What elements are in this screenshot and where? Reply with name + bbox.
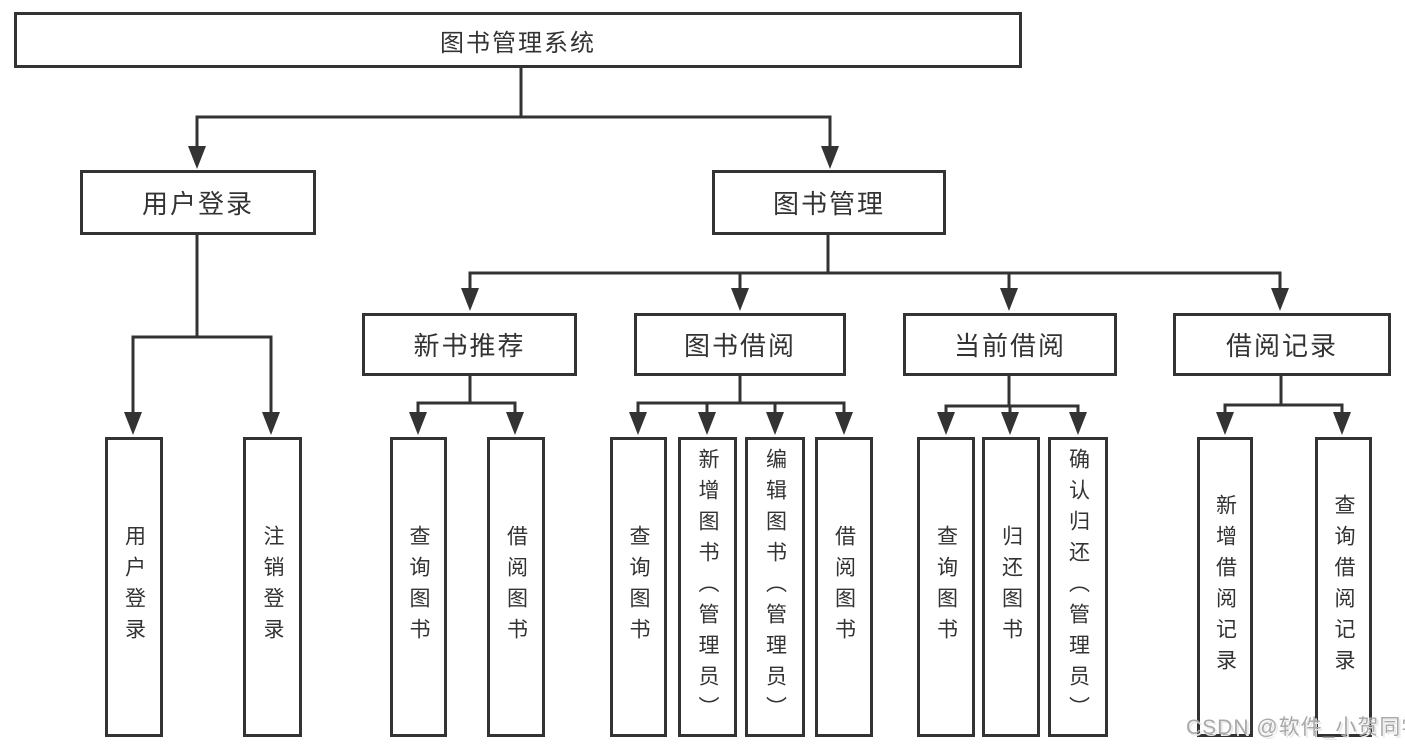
leaf-confirm-return-admin: 确认归还（管理员） (1048, 437, 1108, 737)
leaf-add-book-admin: 新增图书（管理员） (678, 437, 737, 737)
node-current-borrowing: 当前借阅 (903, 313, 1117, 376)
leaf-logout: 注销登录 (243, 437, 302, 737)
leaf-query-books-3-label: 查询图书 (934, 525, 958, 649)
node-library-system-label: 图书管理系统 (440, 29, 596, 57)
node-book-borrowing: 图书借阅 (634, 313, 846, 376)
node-new-book-recommend: 新书推荐 (362, 313, 577, 376)
leaf-query-books-2: 查询图书 (610, 437, 667, 737)
leaf-add-borrow-record: 新增借阅记录 (1197, 437, 1253, 737)
node-borrow-records-label: 借阅记录 (1225, 331, 1338, 361)
watermark-text: CSDN @软件_小贺同学 (1186, 716, 1405, 739)
node-book-management-label: 图书管理 (772, 189, 885, 219)
node-book-borrowing-label: 图书借阅 (683, 331, 796, 361)
node-user-login: 用户登录 (80, 170, 316, 235)
leaf-borrow-books-1-label: 借阅图书 (504, 525, 528, 649)
arrowheads (124, 146, 1351, 435)
tree-edges (131, 68, 1344, 414)
node-user-login-label: 用户登录 (141, 189, 254, 219)
node-borrow-records: 借阅记录 (1173, 313, 1391, 376)
leaf-query-borrow-record-label: 查询借阅记录 (1332, 494, 1355, 680)
node-book-management: 图书管理 (712, 170, 946, 235)
leaf-user-login-label: 用户登录 (122, 525, 146, 649)
node-current-borrowing-label: 当前借阅 (953, 331, 1066, 361)
leaf-return-book: 归还图书 (982, 437, 1040, 737)
leaf-edit-book-admin: 编辑图书（管理员） (745, 437, 805, 737)
leaf-borrow-books-2-label: 借阅图书 (832, 525, 856, 649)
leaf-query-books-2-label: 查询图书 (627, 525, 650, 649)
leaf-query-books-3: 查询图书 (917, 437, 975, 737)
leaf-confirm-return-admin-label: 确认归还（管理员） (1066, 447, 1090, 727)
leaf-add-borrow-record-label: 新增借阅记录 (1213, 494, 1237, 680)
leaf-query-books-1-label: 查询图书 (407, 525, 430, 649)
node-library-system: 图书管理系统 (14, 12, 1022, 68)
node-new-book-recommend-label: 新书推荐 (413, 331, 526, 361)
leaf-logout-label: 注销登录 (261, 525, 284, 649)
leaf-borrow-books-2: 借阅图书 (815, 437, 873, 737)
leaf-query-books-1: 查询图书 (390, 437, 447, 737)
leaf-return-book-label: 归还图书 (999, 525, 1023, 649)
leaf-query-borrow-record: 查询借阅记录 (1315, 437, 1372, 737)
leaf-add-book-admin-label: 新增图书（管理员） (696, 447, 719, 727)
leaf-user-login: 用户登录 (105, 437, 163, 737)
leaf-edit-book-admin-label: 编辑图书（管理员） (763, 447, 787, 727)
leaf-borrow-books-1: 借阅图书 (487, 437, 545, 737)
